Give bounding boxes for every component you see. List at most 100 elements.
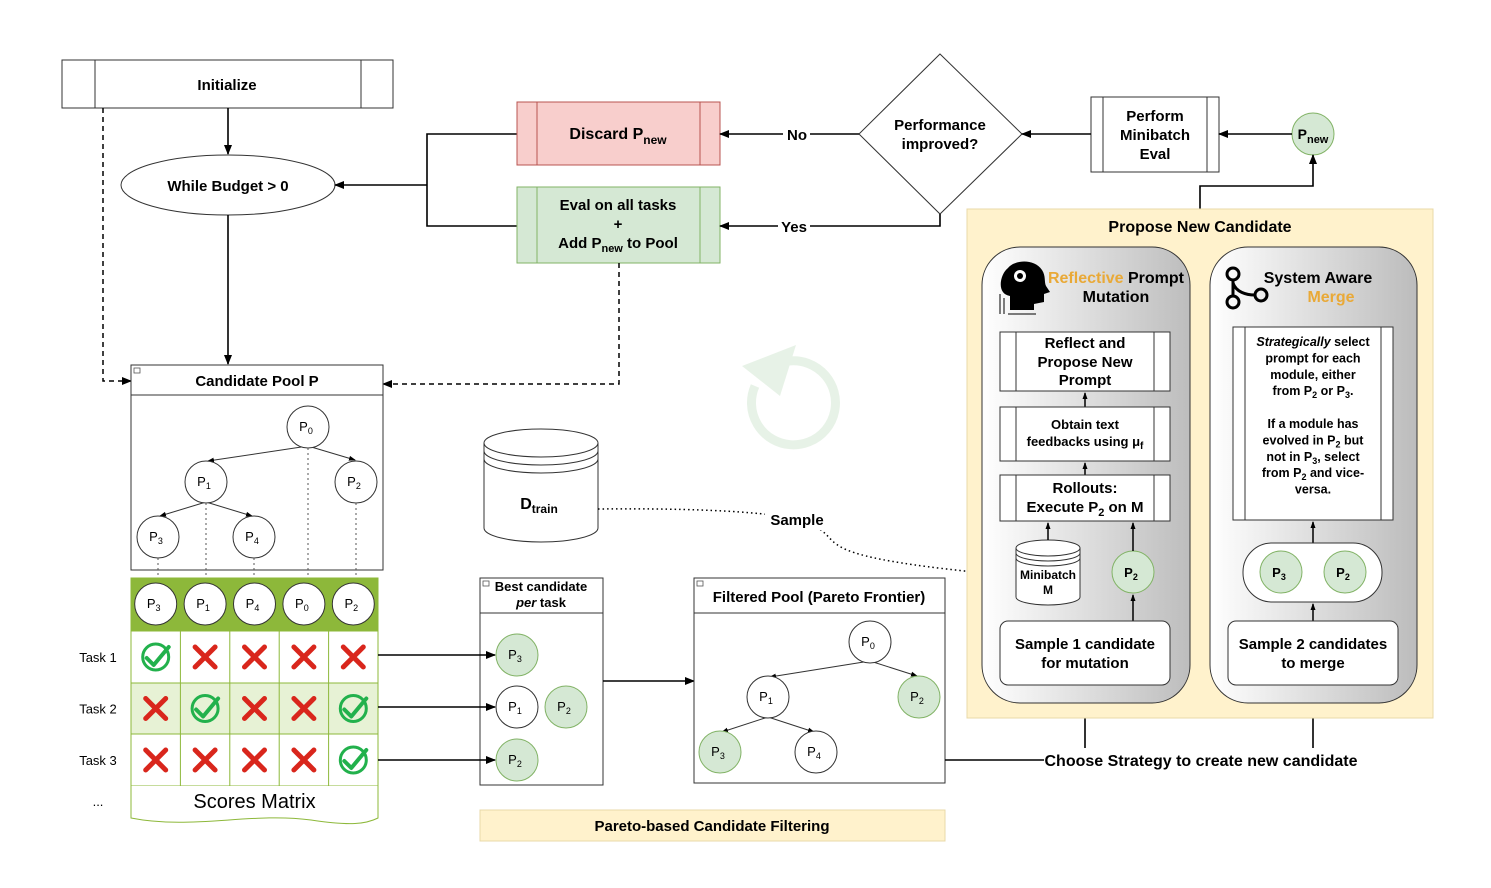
filtered-node-p3: P3: [698, 730, 742, 774]
feedback-box: Obtain text feedbacks using μf: [999, 406, 1171, 462]
rollouts-line2b: on M: [1104, 499, 1143, 516]
merge-node-p2: P2: [1323, 550, 1367, 594]
pnew-base: P: [1298, 126, 1307, 142]
pool-node-p3: P3: [136, 515, 180, 559]
decision-diamond: Performance improved?: [858, 53, 1023, 215]
sample-one-line1: Sample 1 candidate: [1015, 636, 1155, 653]
check-mark-icon: [190, 694, 221, 723]
x-mark-icon: [291, 696, 317, 721]
decision-line1: Performance: [894, 117, 986, 134]
reflective-head-icon: [999, 261, 1050, 315]
matrix-header-P0: P0: [282, 582, 326, 626]
sample-one-box: Sample 1 candidate for mutation: [999, 620, 1171, 686]
sample-two-box: Sample 2 candidates to merge: [1227, 620, 1399, 686]
eval-all-line1: Eval on all tasks: [560, 197, 677, 214]
eval-all-line3a: Add P: [558, 235, 601, 252]
feedback-line2: feedbacks using μ: [1027, 434, 1140, 449]
filtered-node-p2: P2: [897, 675, 941, 719]
x-mark-icon: [242, 696, 267, 721]
merge-text-line: prompt for each: [1265, 351, 1360, 365]
best-candidate-per: per: [515, 595, 537, 610]
merge-text-box: Strategically select prompt for each modul…: [1232, 326, 1394, 521]
reflective-word1: Reflective: [1048, 270, 1124, 287]
best-candidate-task: task: [536, 595, 566, 610]
arrow-yes: [719, 214, 941, 230]
merge-text-line: evolved in P2 but: [1263, 433, 1365, 449]
while-budget-ellipse: While Budget > 0: [120, 154, 336, 216]
reflect-line2: Propose New: [1037, 354, 1132, 371]
svg-text:per task: per task: [515, 595, 567, 610]
pnew-sub: new: [1307, 134, 1329, 146]
x-mark-icon: [143, 696, 169, 721]
dashed-eval-pool: [382, 263, 620, 388]
sample-dotted-line: [597, 508, 1017, 577]
reflective-word3: Mutation: [1083, 289, 1150, 306]
discard-sub: new: [643, 133, 667, 147]
merge-node-p3: P3: [1259, 550, 1303, 594]
merge-candidates-pill: P3 P2: [1242, 542, 1383, 603]
x-mark-icon: [291, 644, 317, 670]
feedback-line1: Obtain text: [1051, 417, 1120, 432]
rollouts-line1: Rollouts:: [1053, 480, 1118, 497]
filtered-node-p4: P4: [794, 730, 838, 774]
reflect-line1: Reflect and: [1045, 335, 1126, 352]
best-node-p2a: P2: [544, 685, 588, 729]
minibatch-eval-box: Perform Minibatch Eval: [1090, 96, 1220, 173]
merge-text-line: from P2 and vice-: [1262, 466, 1364, 482]
label-yes: Yes: [781, 219, 807, 236]
sample-two-line2: to merge: [1281, 655, 1344, 672]
merge-text-line: If a module has: [1268, 417, 1359, 431]
filtered-pool-title: Filtered Pool (Pareto Frontier): [713, 589, 926, 606]
matrix-header-P1: P1: [183, 582, 227, 626]
matrix-header-P2: P2: [331, 582, 375, 626]
filtered-node-p0: P0: [848, 620, 892, 664]
minibatch-cylinder: Minibatch M: [1015, 539, 1081, 606]
arrow-propose-pnew: [1199, 154, 1317, 209]
check-mark-icon: [141, 642, 171, 672]
propose-title: Propose New Candidate: [1108, 219, 1291, 236]
x-mark-icon: [340, 644, 366, 670]
best-candidate-line1: Best candidate: [495, 579, 587, 594]
task-label-1: Task 1: [79, 650, 117, 665]
choose-strategy-label: Choose Strategy to create new candidate: [1045, 753, 1358, 770]
refresh-icon: [742, 345, 840, 450]
initialize-box: Initialize: [61, 59, 394, 109]
reflective-word2: Prompt: [1124, 270, 1185, 287]
matrix-header-P3: P3: [134, 582, 178, 626]
reflect-line3: Prompt: [1059, 372, 1112, 389]
x-mark-icon: [291, 747, 317, 773]
filtered-node-p1: P1: [746, 675, 790, 719]
svg-text:Reflective Prompt: Reflective Prompt: [1048, 270, 1185, 287]
filtered-pool-box: Filtered Pool (Pareto Frontier) P0 P1 P2…: [693, 577, 946, 784]
pool-node-p4: P4: [232, 515, 276, 559]
scores-matrix-label: Scores Matrix: [193, 791, 315, 813]
pareto-label: Pareto-based Candidate Filtering: [594, 818, 829, 835]
pareto-label-box: Pareto-based Candidate Filtering: [479, 809, 946, 842]
dashed-init-pool: [102, 108, 132, 385]
svg-text:Discard Pnew: Discard Pnew: [569, 126, 667, 147]
task-label-3: Task 3: [79, 753, 117, 768]
x-mark-icon: [143, 747, 169, 773]
pool-tree-edges: [159, 445, 356, 517]
matrix-header-P4: P4: [233, 582, 276, 626]
rollouts-box: Rollouts: Execute P2 on M: [999, 474, 1171, 522]
initialize-label: Initialize: [197, 77, 256, 94]
sample-label: Sample: [770, 512, 823, 529]
dtrain-base: D: [520, 496, 532, 513]
pnew-node: Pnew: [1291, 112, 1335, 156]
rollouts-line2a: Execute P: [1027, 499, 1099, 516]
x-mark-icon: [192, 644, 218, 670]
check-mark-icon: [338, 694, 369, 723]
merge-text-line: Strategically select: [1256, 335, 1370, 349]
eval-all-line3sub: new: [601, 243, 623, 255]
best-node-p2b: P2: [495, 738, 539, 782]
minibatch-eval-line2: Minibatch: [1120, 127, 1190, 144]
eval-all-line3b: to Pool: [623, 235, 678, 252]
svg-text:Add Pnew to Pool: Add Pnew to Pool: [558, 235, 678, 255]
discard-box: Discard Pnew: [516, 101, 721, 166]
merge-text-line: module, either: [1270, 368, 1356, 382]
svg-text:Pnew: Pnew: [1298, 126, 1329, 146]
best-candidate-box: Best candidate per task P3 P1 P2 P2: [479, 577, 604, 786]
while-budget-label: While Budget > 0: [167, 178, 288, 195]
